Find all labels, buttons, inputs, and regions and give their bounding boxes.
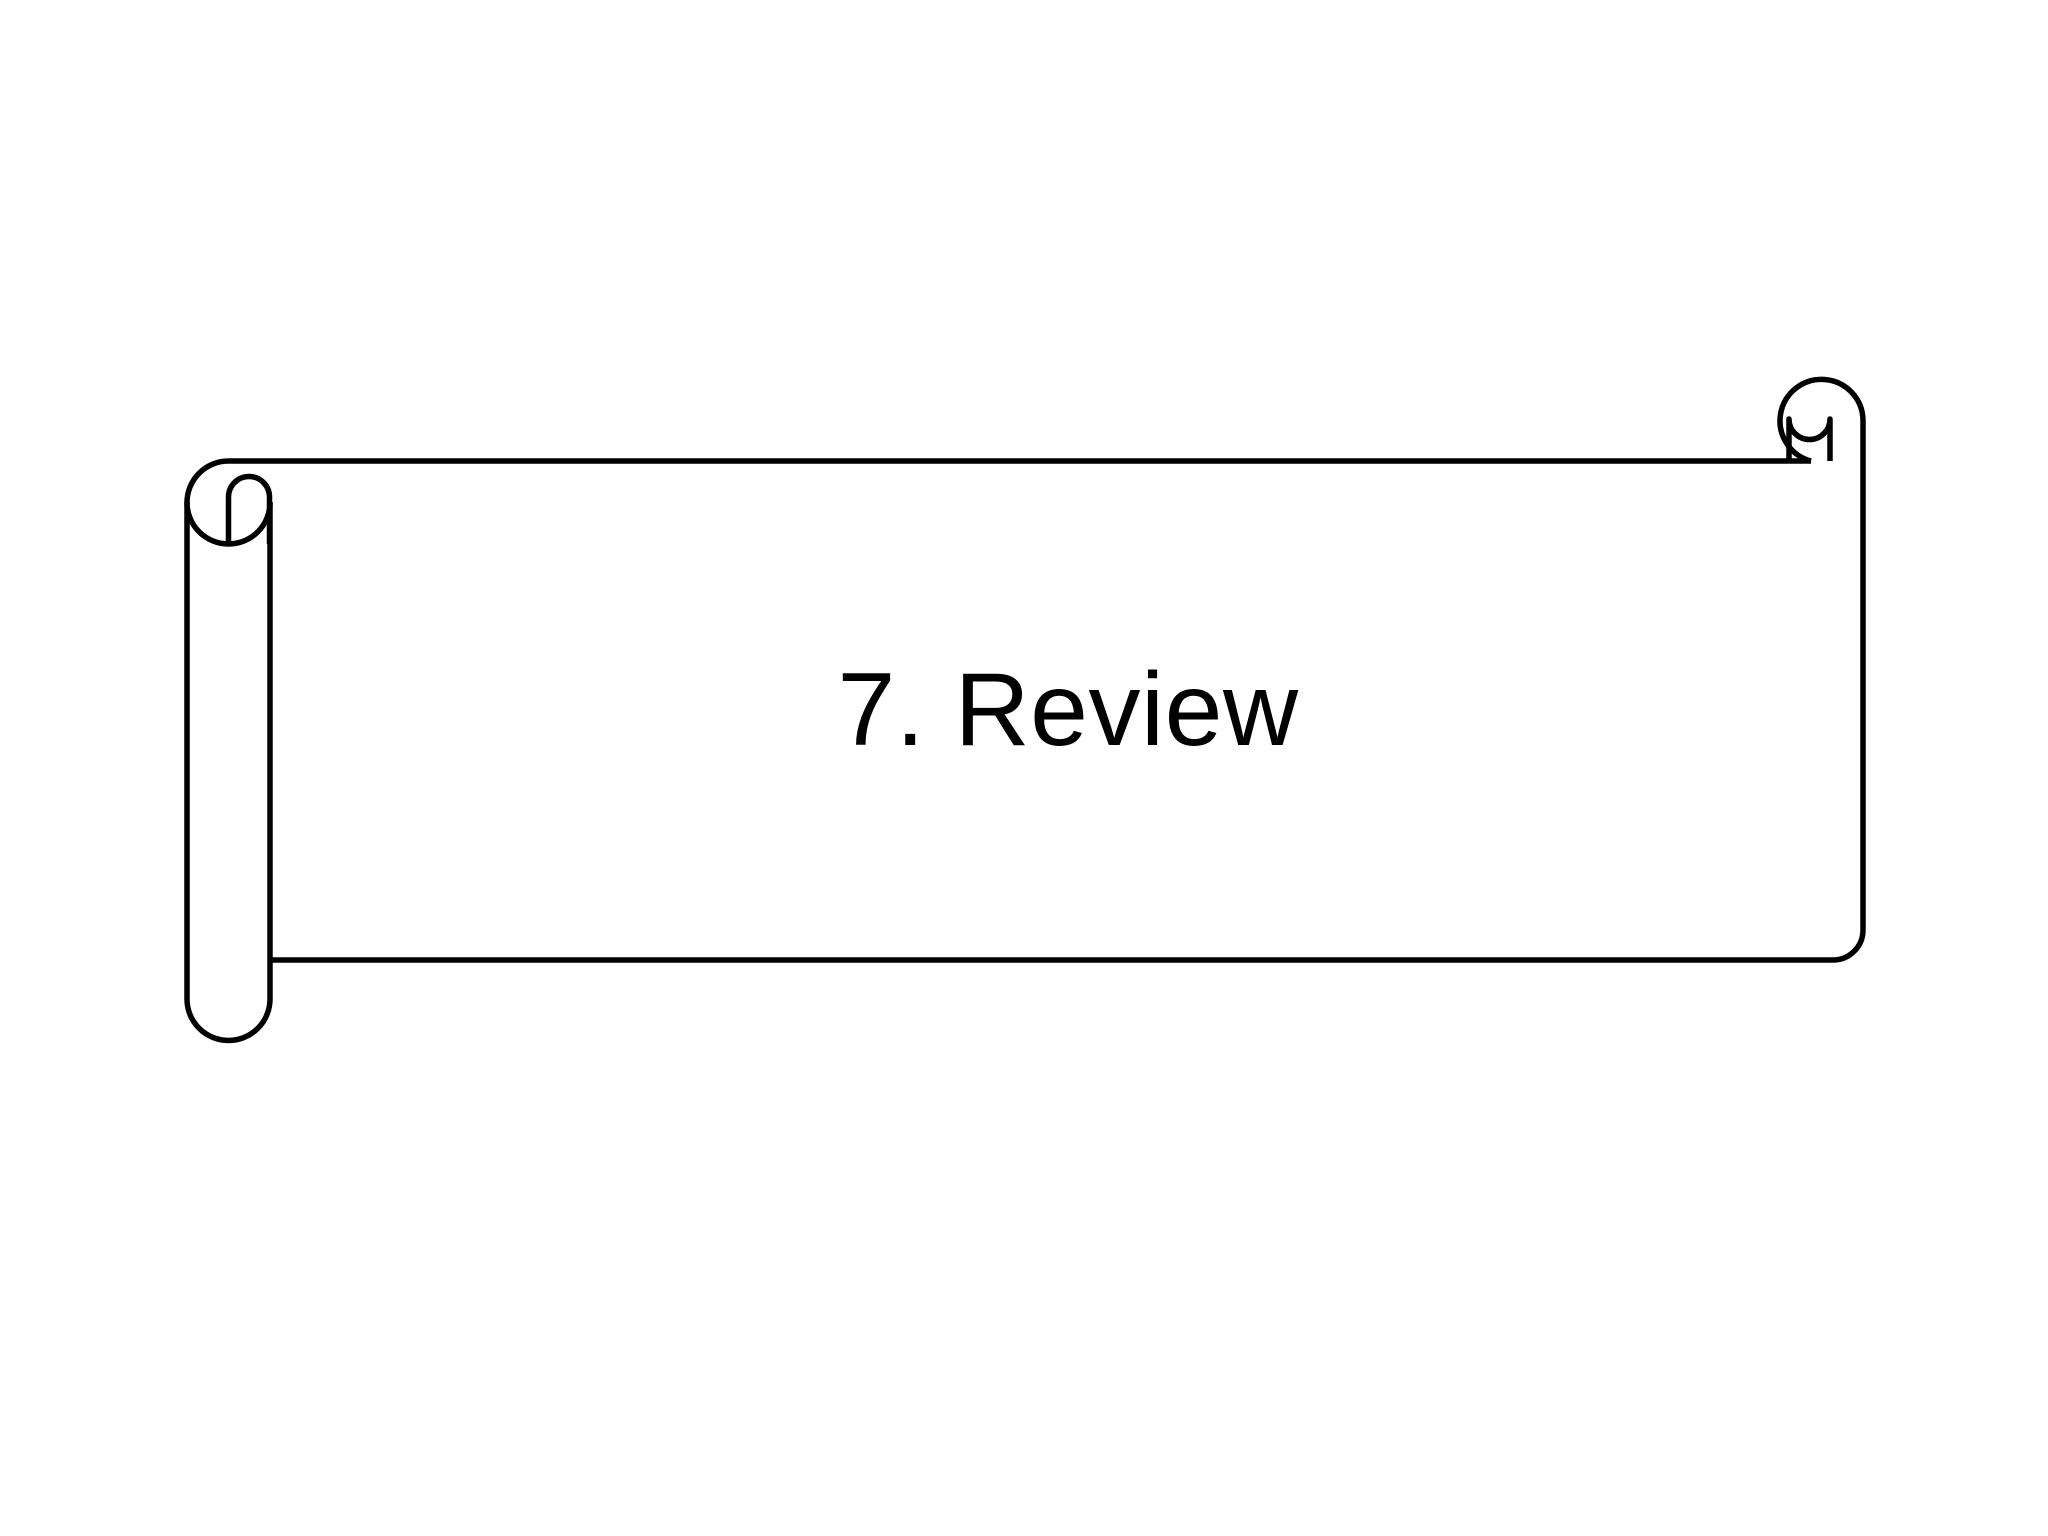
left-curl-inner-hook [225,473,273,544]
right-scroll-curl [1777,376,1866,464]
banner-fill-group [187,378,1872,1041]
left-curl-outer-arc [184,458,273,547]
banner-bottom-edge [270,929,1866,963]
left-scroll-curl [184,458,273,547]
left-scroll-roll [184,502,273,1044]
left-roll-outer-wall [184,502,273,1044]
right-curl-inner-hook [1786,416,1833,461]
